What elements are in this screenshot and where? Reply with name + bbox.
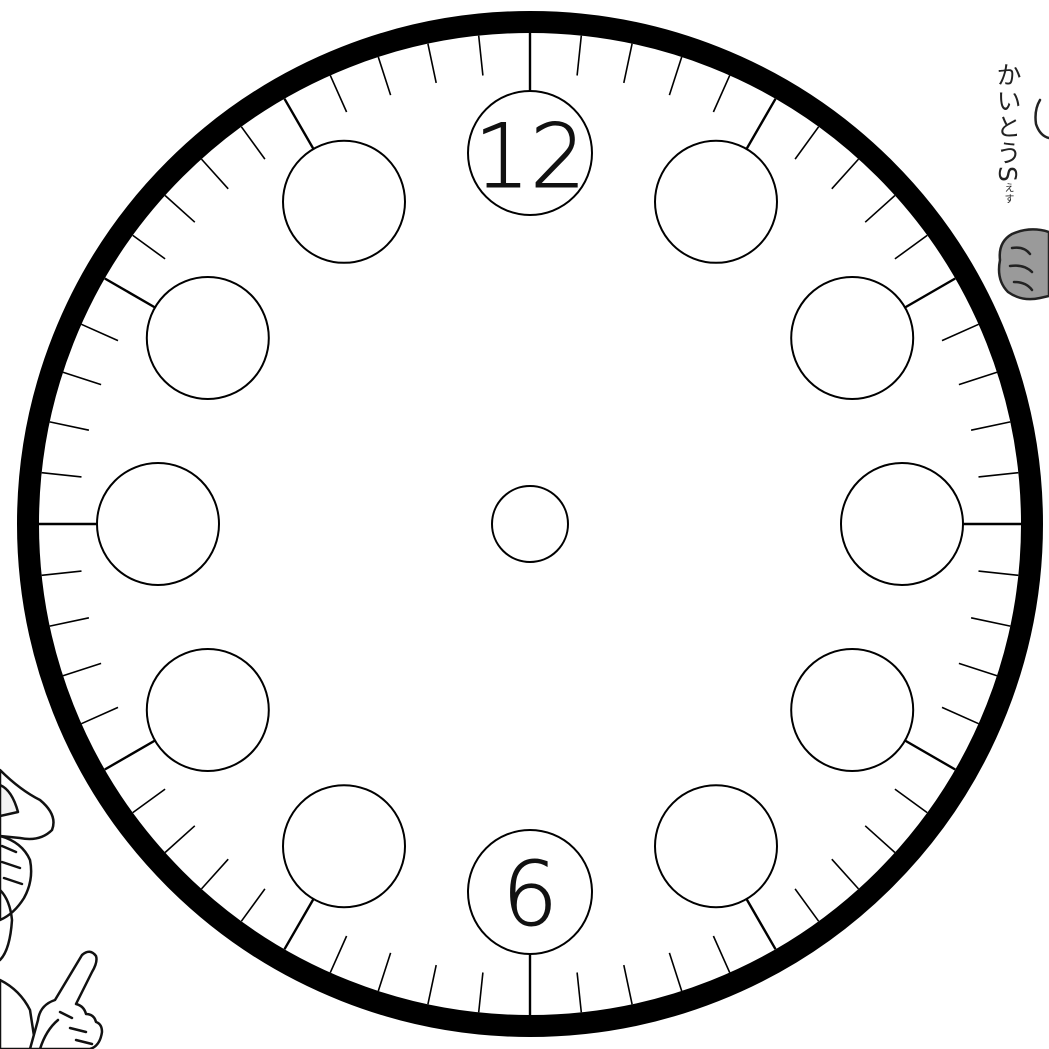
title-ruby: えす — [1002, 183, 1013, 205]
numeral-6: 6 — [502, 843, 558, 946]
numeral-6-badge: 6 — [468, 830, 592, 954]
blank-hour-circle-3[interactable] — [841, 463, 963, 585]
blank-hour-circle-7[interactable] — [283, 785, 405, 907]
blank-hour-circle-2[interactable] — [791, 277, 913, 399]
blank-hour-circle-5[interactable] — [655, 785, 777, 907]
blank-hour-circle-1[interactable] — [655, 141, 777, 263]
title-main: かいとうS — [993, 62, 1022, 183]
blank-hour-circle-11[interactable] — [283, 141, 405, 263]
numeral-12: 12 — [474, 105, 586, 208]
blank-hour-circle-4[interactable] — [791, 649, 913, 771]
numeral-12-badge: 12 — [468, 91, 592, 215]
hand-pivot — [492, 486, 568, 562]
worksheet-title: かいとうSえす — [980, 62, 1020, 205]
blank-hour-circle-9[interactable] — [97, 463, 219, 585]
blank-hour-circle-10[interactable] — [147, 277, 269, 399]
blank-hour-circle-8[interactable] — [147, 649, 269, 771]
pointing-hand-icon — [30, 952, 102, 1049]
